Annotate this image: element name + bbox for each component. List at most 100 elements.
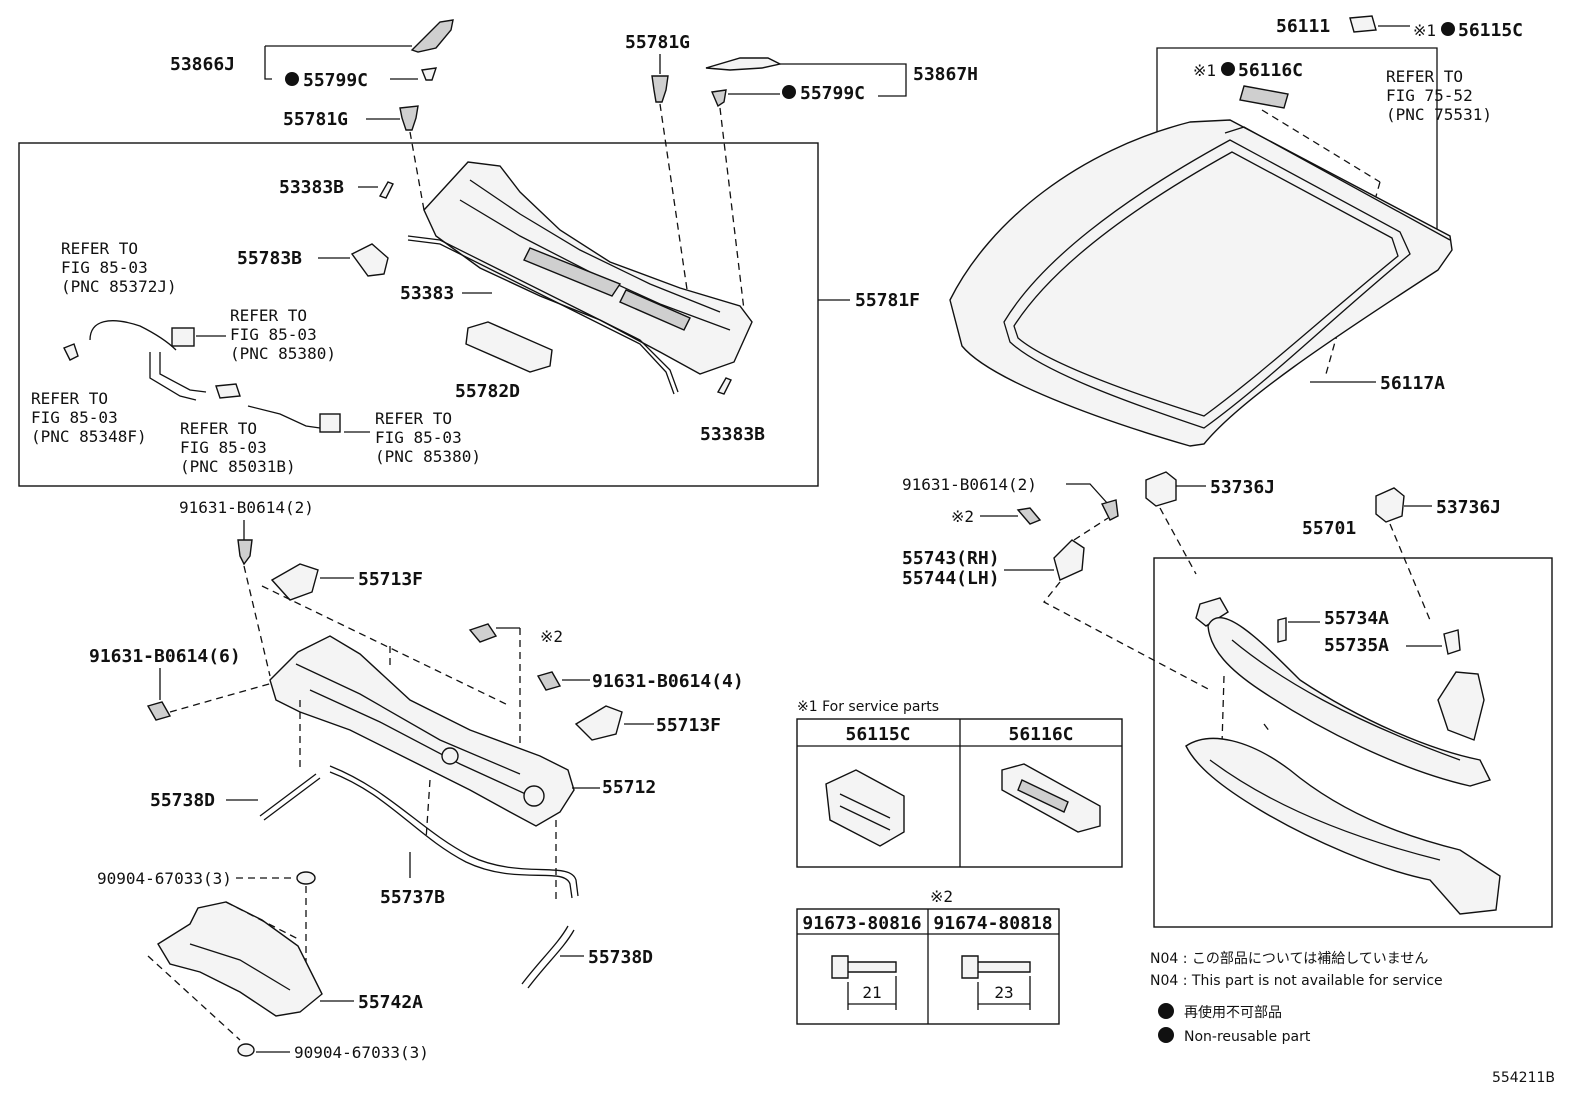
label-56115C: 56115C: [1458, 20, 1523, 41]
bolt-dim-21: 21: [862, 983, 881, 1002]
bracket-53866J: [264, 45, 412, 80]
seal-55738D-shape-a: [259, 773, 321, 821]
label-53736J-b: 53736J: [1436, 497, 1501, 518]
label-55734A: 55734A: [1324, 608, 1389, 629]
label-55781G-a: 55781G: [283, 109, 348, 130]
label-55738D-a: 55738D: [150, 790, 215, 811]
bolt-dim-23: 23: [994, 983, 1013, 1002]
legend-n04-jp: N04 : この部品については補給していません: [1150, 951, 1428, 967]
bolt-col-91674: 91674-80818: [933, 913, 1052, 934]
windshield-top-moulding: [1224, 126, 1451, 241]
label-90904-b: 90904-67033(3): [294, 1043, 429, 1062]
label-55781G-b: 55781G: [625, 32, 690, 53]
bracket-56111: [1156, 47, 1438, 232]
refer-line: (PNC 75531): [1386, 105, 1492, 124]
label-56111: 56111: [1276, 16, 1330, 37]
clamp-shape: [215, 383, 241, 399]
refer-line: (PNC 85380): [375, 447, 481, 466]
cowl-side-bracket: [1437, 671, 1485, 741]
note2-mark-a: ※2: [951, 507, 974, 526]
dash-line: [1159, 507, 1197, 575]
label-53736J-a: 53736J: [1210, 477, 1275, 498]
refer-line: FIG 85-03: [31, 408, 118, 427]
dimension-line: [977, 976, 1031, 1010]
louver-vent: [619, 289, 691, 331]
bolt-shape: [146, 701, 172, 721]
label-55781F: 55781F: [855, 290, 920, 311]
non-reusable-dot: [285, 72, 299, 86]
part-56116C-shape: [1239, 85, 1289, 109]
label-53383B-b: 53383B: [700, 424, 765, 445]
clip-56115C-illustration: [825, 769, 905, 847]
label-55713F-a: 55713F: [358, 569, 423, 590]
bolt-shape: [237, 539, 253, 566]
label-53866J: 53866J: [170, 54, 235, 75]
bolt-box-mark: ※2: [930, 887, 953, 906]
wire-harness: [159, 352, 207, 393]
part-55735A-shape: [1443, 629, 1461, 655]
dash-line: [1389, 523, 1431, 621]
clip-55781G-shape-b: [651, 75, 669, 103]
clip-55799C-shape-a: [421, 67, 438, 81]
rib: [309, 689, 531, 797]
duct-55742A-shape: [157, 901, 323, 1017]
label-56117A: 56117A: [1380, 373, 1445, 394]
part-53866J-shape: [410, 19, 454, 53]
part-55782D-shape: [465, 321, 553, 373]
seal-55737B-shape: [329, 771, 573, 899]
refer-note-85348F: REFER TO FIG 85-03 (PNC 85348F): [31, 389, 147, 446]
refer-line: REFER TO: [1386, 67, 1463, 86]
rib: [189, 943, 291, 991]
spacer-detail: [1017, 779, 1069, 813]
plug-shape-b: [237, 1043, 255, 1057]
refer-line: (PNC 85380): [230, 344, 336, 363]
non-reusable-dot: [782, 85, 796, 99]
part-55713F-shape-b: [574, 705, 623, 741]
label-53867H: 53867H: [913, 64, 978, 85]
dash-line: [299, 646, 557, 900]
refer-line: (PNC 85031B): [180, 457, 296, 476]
windshield-glass: [949, 119, 1453, 447]
refer-line: FIG 75-52: [1386, 86, 1473, 105]
refer-note-75531: REFER TO FIG 75-52 (PNC 75531): [1386, 67, 1492, 124]
refer-note-85031B: REFER TO FIG 85-03 (PNC 85031B): [180, 419, 296, 476]
bolt-col-91673: 91673-80816: [802, 913, 921, 934]
louver-rib: [469, 179, 721, 313]
bolt-shape: [468, 623, 498, 643]
label-55701: 55701: [1302, 518, 1356, 539]
connector-shape: [319, 413, 341, 433]
plug-shape-a: [296, 871, 316, 885]
label-53383: 53383: [400, 283, 454, 304]
label-90904-a: 90904-67033(3): [97, 869, 232, 888]
label-55742A: 55742A: [358, 992, 423, 1013]
part-56115C-shape: [1349, 15, 1377, 33]
refer-line: FIG 85-03: [230, 325, 317, 344]
hole: [523, 785, 545, 807]
connector-shape: [171, 327, 195, 347]
non-reusable-dot: [1221, 62, 1235, 76]
label-56116C: 56116C: [1238, 60, 1303, 81]
label-91631-a: 91631-B0614(2): [179, 498, 314, 517]
dash-line: [1221, 675, 1271, 745]
refer-note-85372J: REFER TO FIG 85-03 (PNC 85372J): [61, 239, 177, 296]
bracket-53867H: [780, 63, 907, 97]
refer-line: REFER TO: [180, 419, 257, 438]
label-55737B: 55737B: [380, 887, 445, 908]
part-55734A-shape: [1277, 617, 1287, 643]
label-55799C-b: 55799C: [800, 83, 865, 104]
note1-mark-a: ※1: [1413, 21, 1436, 40]
non-reusable-dot: [1441, 22, 1455, 36]
service-col-56116C: 56116C: [1008, 724, 1073, 745]
clip-55781G-shape-a: [399, 105, 419, 131]
legend-dot-jp: 再使用不可部品: [1184, 1004, 1282, 1021]
refer-line: FIG 85-03: [180, 438, 267, 457]
cowl-panel-55701-shape: [1185, 737, 1501, 915]
rib: [295, 663, 521, 775]
label-55738D-b: 55738D: [588, 947, 653, 968]
label-55735A: 55735A: [1324, 635, 1389, 656]
label-55799C-a: 55799C: [303, 70, 368, 91]
cowl-louver-group-box: [18, 142, 819, 487]
label-55744: 55744(LH): [902, 568, 1000, 589]
label-55713F-b: 55713F: [656, 715, 721, 736]
dash-line: [147, 901, 301, 1041]
